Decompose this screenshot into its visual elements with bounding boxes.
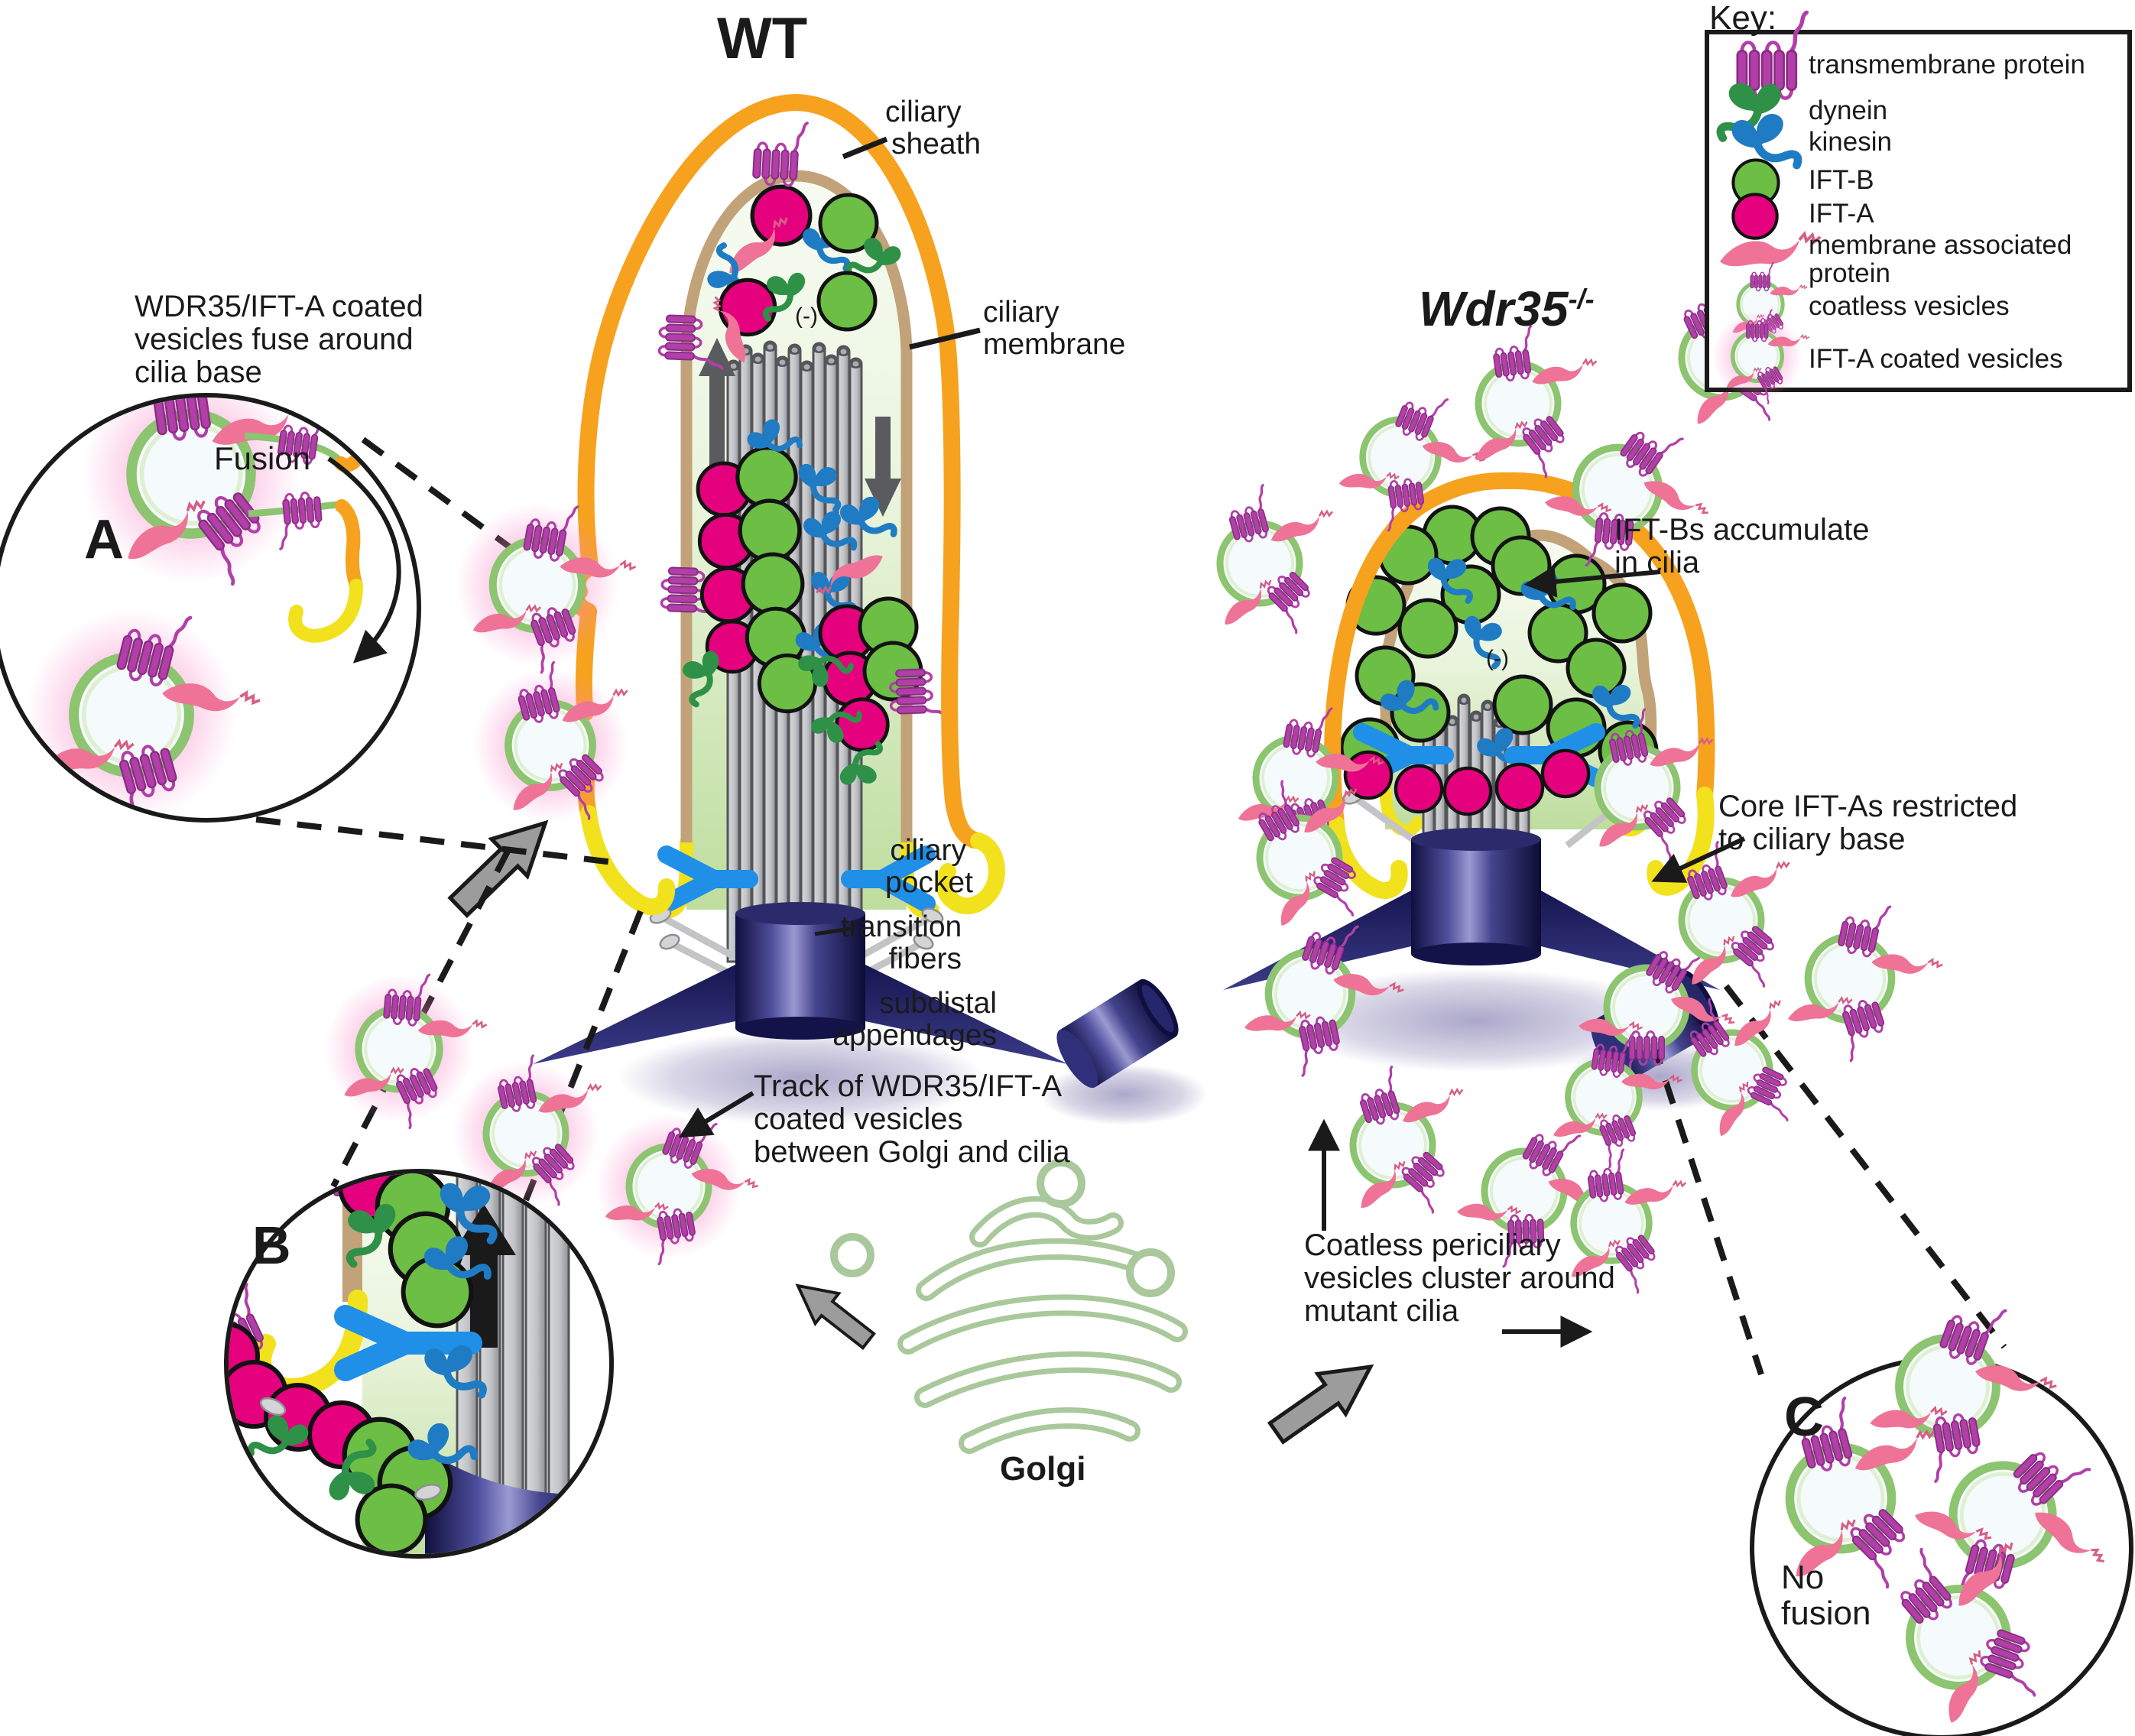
microtubule-rod: [501, 1173, 524, 1498]
microtubule-cap-inner: [767, 344, 774, 350]
ciliary-sheath-line: [1324, 472, 1715, 832]
wt-cilium: [533, 93, 1208, 1125]
membrane-pointer: [909, 327, 981, 350]
fusion-label: Fusion: [214, 440, 311, 476]
mutant-title: Wdr35-/-: [1419, 281, 1595, 336]
track-arrow: [678, 1091, 754, 1138]
ift-b-particle: [1494, 677, 1551, 733]
traffic-arrow-from-golgi-right: [1263, 1347, 1385, 1452]
key-panel: [1705, 12, 2132, 404]
ift-a-particle: [1396, 766, 1442, 812]
microtubule-cap-inner: [852, 361, 859, 367]
fusion-arrow: [327, 456, 401, 664]
microtubule-cap-inner: [754, 356, 761, 362]
basal-body: [735, 902, 865, 1040]
core-note-arrow: [1651, 836, 1746, 883]
key-label-coatless: coatless vesicles: [1809, 291, 2010, 321]
transition-zone-y-link-left: [657, 845, 758, 913]
basal-shadow: [618, 1030, 985, 1125]
inset-b-basezoom: [224, 1169, 614, 1559]
coatless-vesicle: [1188, 469, 1360, 651]
transition-fibers: [663, 916, 930, 976]
microtubule-rod: [547, 1173, 570, 1498]
microtubule-cap-inner: [791, 347, 798, 353]
retrograde-arrow: [865, 417, 901, 517]
iftb-icon: [738, 448, 796, 506]
minus-end-wt: (-): [795, 303, 818, 329]
key-label-coated: IFT-A coated vesicles: [1809, 344, 2063, 374]
iftb-icon: [819, 273, 875, 329]
basal-cone-left: [533, 965, 735, 1064]
inset-a-letter: A: [84, 509, 124, 570]
microtubule-cap-inner: [840, 349, 847, 355]
microtubule-cap-inner: [816, 346, 823, 352]
iftb-icon: [743, 554, 803, 614]
key-label-dynein: dynein: [1809, 96, 1888, 125]
golgi-label: Golgi: [1000, 1450, 1086, 1488]
ift-b-particle: [1594, 585, 1650, 641]
microtubule-cap-inner: [803, 364, 810, 370]
key-label-membrane-protein: membrane associated protein: [1809, 230, 2072, 289]
iftb-note-arrow: [1523, 565, 1661, 598]
ift-a-icon: [1733, 194, 1776, 238]
microtubule-rod: [524, 1173, 547, 1498]
microtubule-cap-inner: [1484, 703, 1491, 709]
microtubule-cap-inner: [730, 363, 737, 369]
inset-c-letter: C: [1784, 1387, 1824, 1448]
basal-cone-right: [865, 965, 1068, 1064]
wt-title: WT: [717, 6, 808, 71]
sheath-pointer: [842, 136, 888, 160]
golgi-vesicle: [830, 1233, 874, 1277]
ciliary-pocket-line: [580, 805, 1005, 916]
golgi-apparatus: [830, 1159, 1188, 1454]
daughter-centriole: [1056, 978, 1179, 1089]
ift-a-particle: [1445, 768, 1491, 814]
iftb-icon: [740, 501, 800, 560]
microtubule-rod: [1481, 699, 1494, 839]
traffic-arrow-from-golgi-left: [784, 1269, 882, 1358]
ifta-icon: [752, 187, 810, 245]
ift-a-particle: [1497, 764, 1543, 810]
minus-end-mutant: (-): [1486, 646, 1509, 671]
microtubule-cap-inner: [1449, 719, 1455, 725]
key-title: Key:: [1709, 0, 1777, 37]
ift-b-particle: [1400, 600, 1456, 657]
pocket-membrane-segment: [288, 579, 363, 643]
ift-a-particle: [1543, 751, 1588, 797]
microtubule-cap-inner: [779, 359, 786, 365]
golgi-vesicle: [1126, 1248, 1175, 1297]
inset-a-fusion: [0, 393, 421, 823]
annotation-arrows: [678, 136, 1746, 1348]
key-label-iftb: IFT-B: [1809, 165, 1874, 195]
basal-cone-right: [1541, 891, 1720, 990]
inset-c-nofusion: [1749, 1278, 2135, 1736]
basal-body: [1411, 828, 1541, 965]
key-label-ifta: IFT-A: [1809, 199, 1874, 229]
golgi-vesicles: [830, 1159, 1175, 1297]
golgi-vesicle: [1037, 1159, 1085, 1208]
inset-b-letter: B: [252, 1215, 291, 1275]
transition-zone-y-link-right: [841, 845, 936, 913]
key-label-transmembrane: transmembrane protein: [1809, 50, 2085, 79]
fibers-pointer: [814, 926, 855, 936]
microtubule-cap-inner: [1473, 714, 1479, 720]
microtubule-cap-inner: [828, 358, 835, 364]
key-label-kinesin: kinesin: [1809, 127, 1892, 157]
anterograde-arrow: [699, 338, 735, 505]
coatless-vesicle: [1778, 890, 1952, 1075]
transition-zone-y-link: [334, 1305, 482, 1381]
microtubule-cap-inner: [1461, 697, 1467, 703]
